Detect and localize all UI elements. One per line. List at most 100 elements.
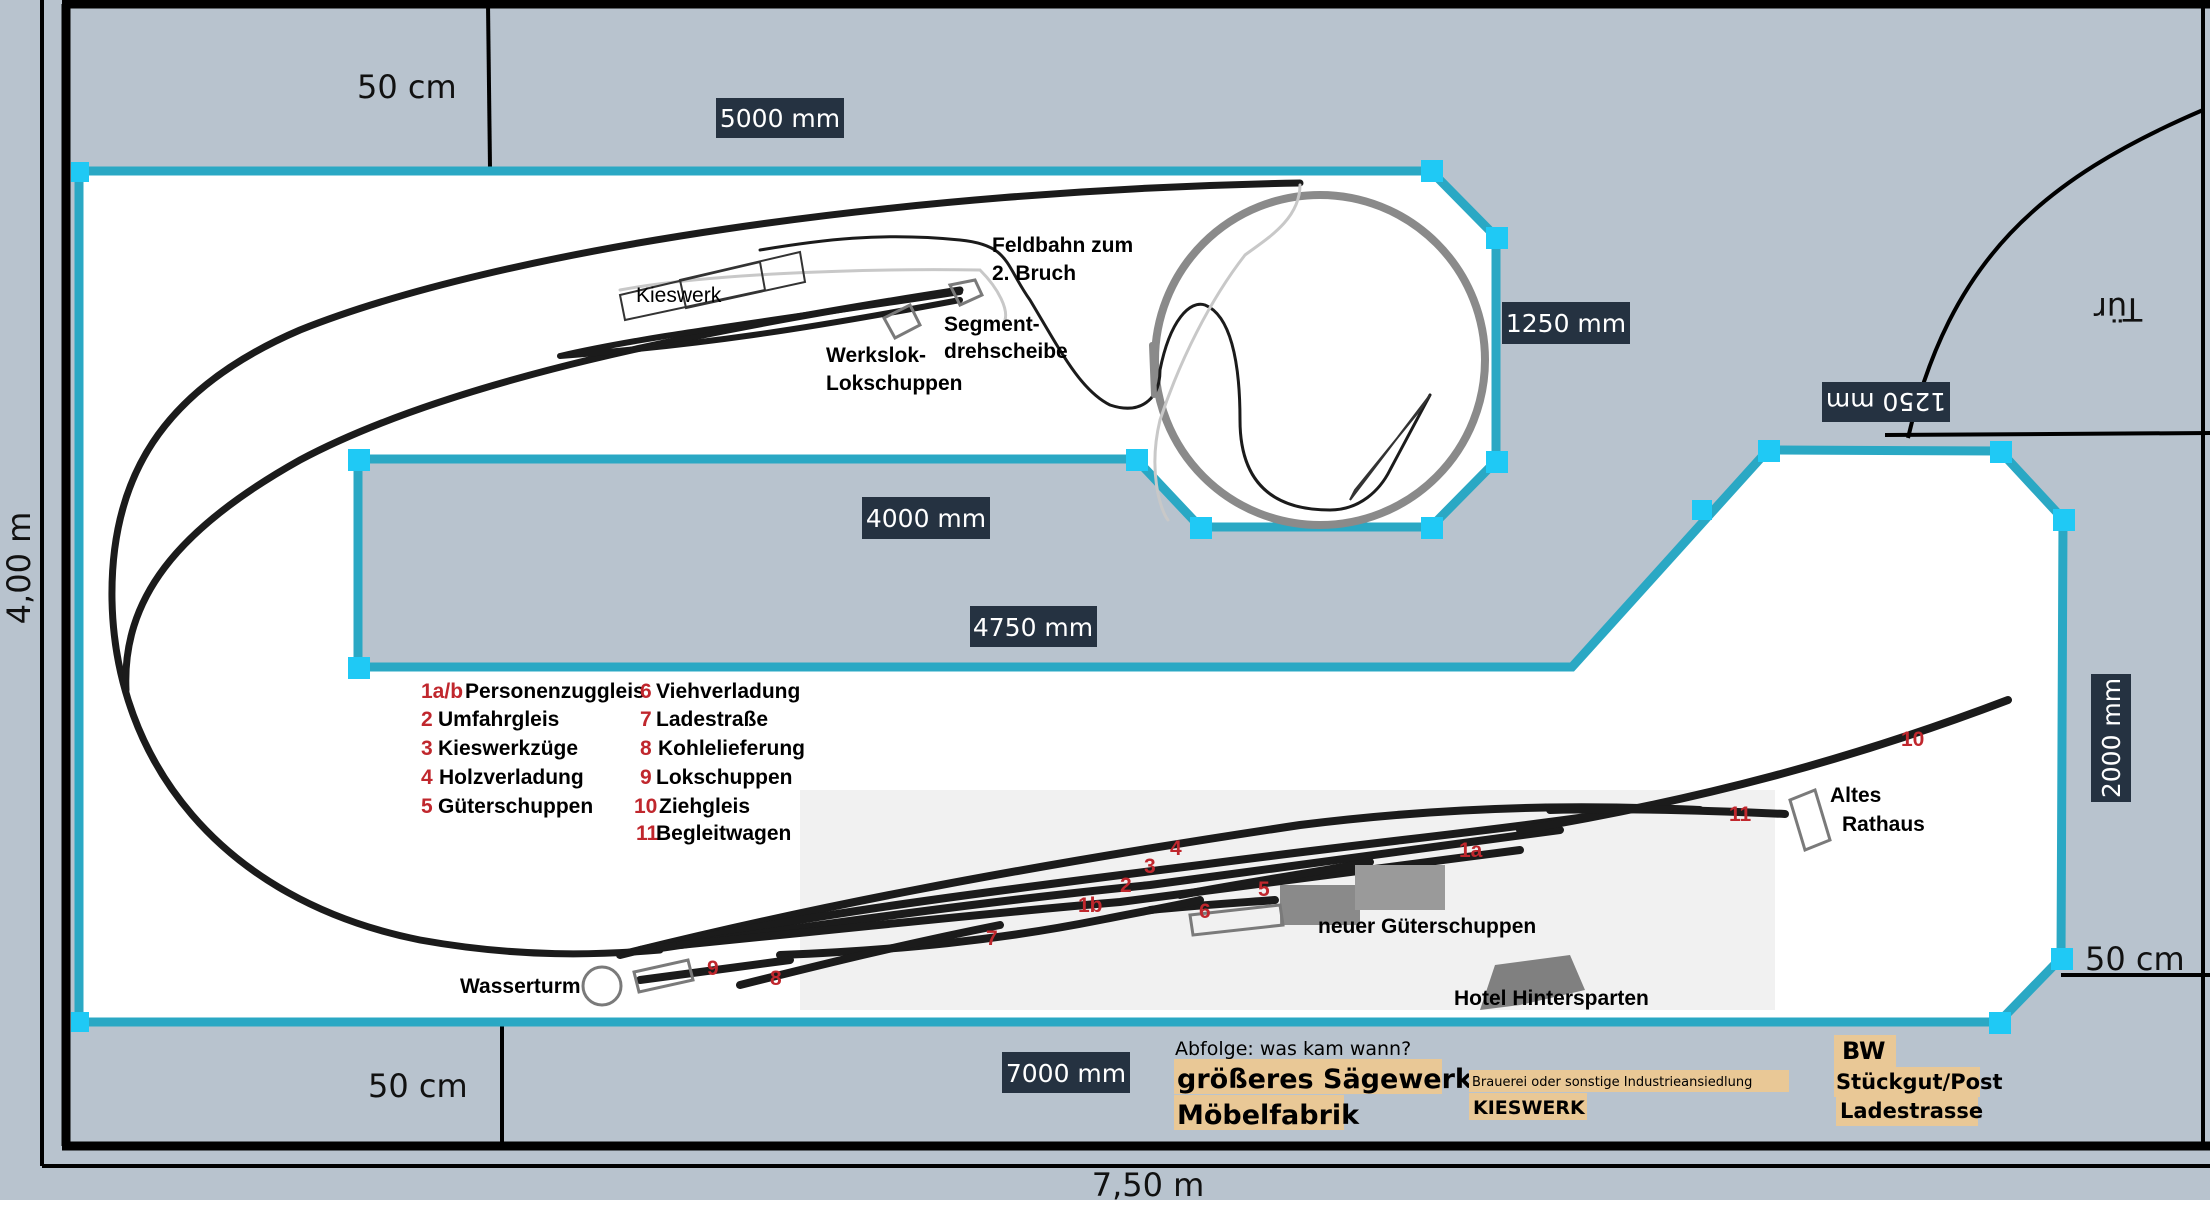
dim-cutout-bottom: 4750 mm — [970, 606, 1097, 647]
track-number-11: 11 — [1729, 803, 1752, 826]
hotel-building — [1480, 955, 1585, 1010]
svg-text:7000 mm: 7000 mm — [1006, 1059, 1126, 1088]
rathaus-building — [1788, 787, 1832, 853]
track-number-3: 3 — [1144, 855, 1156, 878]
kieswerk-annex — [678, 250, 807, 310]
sequence-col2-item: Brauerei oder sonstige Industrieansiedlu… — [1472, 1075, 1752, 1090]
svg-text:6: 6 — [640, 680, 652, 703]
legend-item: 4 Holzverladung — [421, 766, 584, 789]
handle[interactable] — [1990, 441, 2012, 463]
dim-right-side: 2000 mm — [2091, 674, 2131, 802]
handle[interactable] — [1486, 451, 1508, 473]
legend-item: 5 Güterschuppen — [421, 795, 593, 818]
label-kieswerk: Kieswerk — [636, 284, 722, 307]
label-hotel: Hotel Hintersparten — [1454, 987, 1649, 1010]
wasserturm-symbol — [581, 965, 623, 1007]
track-number-4: 4 — [1170, 837, 1182, 860]
legend-item: 6 Viehverladung — [640, 680, 800, 703]
svg-text:Begleitwagen: Begleitwagen — [656, 822, 791, 845]
sequence-heading: Abfolge: was kam wann? — [1175, 1038, 1411, 1060]
track-legend: 1a/b Personenzuggleis 2 Umfahrgleis 3 Ki… — [421, 680, 805, 845]
note-tag-bg — [1174, 1095, 1344, 1130]
svg-text:5000 mm: 5000 mm — [720, 104, 840, 133]
viehrampe — [1188, 903, 1285, 937]
dim-cutout-top: 4000 mm — [862, 497, 990, 539]
track-number-7: 7 — [986, 927, 998, 950]
sequence-notes: Abfolge: was kam wann? größeres Sägewerk… — [1174, 1035, 2003, 1131]
svg-text:1a/b: 1a/b — [421, 680, 463, 703]
svg-text:2: 2 — [421, 708, 433, 731]
handle[interactable] — [1421, 160, 1443, 182]
handle[interactable] — [2053, 509, 2075, 531]
dim-top: 5000 mm — [716, 98, 844, 138]
handle[interactable] — [1989, 1012, 2011, 1034]
svg-text:Lokschuppen: Lokschuppen — [656, 766, 793, 789]
label-wasserturm: Wasserturm — [460, 975, 581, 998]
room-walls — [40, 0, 2210, 1168]
svg-text:3: 3 — [421, 737, 433, 760]
lokschuppen-building — [632, 958, 695, 994]
svg-text:Personenzuggleis: Personenzuggleis — [465, 680, 645, 703]
label-rathaus-1: Altes — [1830, 784, 1881, 807]
sequence-col1-item: größeres Sägewerk — [1177, 1064, 1474, 1095]
door-label: Tür — [2093, 290, 2143, 328]
svg-text:4: 4 — [421, 766, 433, 789]
handle[interactable] — [1190, 517, 1212, 539]
room-width-label: 7,50 m — [1092, 1166, 1205, 1204]
legend-item: 9 Lokschuppen — [640, 766, 793, 789]
legend-item: 3 Kieswerkzüge — [421, 737, 578, 760]
track-number-6: 6 — [1199, 900, 1211, 923]
handle[interactable] — [1421, 517, 1443, 539]
track-feldbahn — [758, 235, 1432, 512]
svg-text:Viehverladung: Viehverladung — [656, 680, 800, 703]
handle[interactable] — [1692, 500, 1712, 520]
svg-text:4750 mm: 4750 mm — [973, 613, 1093, 642]
note-tag-bg — [1174, 1059, 1442, 1094]
margin-label-top-left: 50 cm — [357, 68, 457, 106]
sequence-col3-item: BW — [1842, 1037, 1885, 1065]
station-track-10 — [1516, 696, 2012, 834]
margin-divider-top — [486, 3, 492, 169]
track-number-8: 8 — [770, 967, 782, 990]
sequence-col3-item: Ladestrasse — [1840, 1099, 1983, 1123]
station-track-9 — [636, 956, 794, 984]
svg-text:Güterschuppen: Güterschuppen — [438, 795, 593, 818]
svg-text:9: 9 — [640, 766, 652, 789]
track-number-9: 9 — [707, 957, 719, 980]
station-track-3 — [636, 811, 1604, 954]
sequence-col1-item: Möbelfabrik — [1177, 1100, 1360, 1131]
svg-text:Kieswerkzüge: Kieswerkzüge — [438, 737, 578, 760]
station-track-11 — [1546, 805, 1789, 818]
handle[interactable] — [2051, 948, 2073, 970]
werkslok-shed — [881, 302, 923, 341]
margin-label-right: 50 cm — [2085, 940, 2185, 978]
station-track-2 — [656, 826, 1564, 952]
svg-text:Umfahrgleis: Umfahrgleis — [438, 708, 559, 731]
handle[interactable] — [348, 657, 370, 679]
edge-handles — [71, 160, 2075, 1034]
handle[interactable] — [1758, 440, 1780, 462]
dim-door-side: 1250 mm — [1822, 382, 1950, 422]
svg-text:Ladestraße: Ladestraße — [656, 708, 768, 731]
sequence-col3-item: Stückgut/Post — [1836, 1070, 2003, 1094]
svg-text:2000 mm: 2000 mm — [2097, 678, 2126, 798]
handle[interactable] — [1486, 227, 1508, 249]
handle[interactable] — [348, 449, 370, 471]
segment-turntable — [947, 278, 984, 307]
margin-label-bottom-left: 50 cm — [368, 1067, 468, 1105]
note-tag-bg — [1469, 1093, 1587, 1120]
note-tag-bg — [1469, 1070, 1789, 1092]
room-height-label: 4,00 m — [0, 512, 38, 625]
station-track-1 — [676, 846, 1524, 949]
handle[interactable] — [71, 162, 89, 182]
svg-text:10: 10 — [634, 795, 657, 818]
track-number-labels: 1a 1b 2 3 4 5 6 7 8 9 10 11 — [707, 728, 1924, 990]
track-number-10: 10 — [1901, 728, 1924, 751]
station-track-5 — [1176, 858, 1374, 899]
gueterschuppen-building — [1280, 885, 1360, 925]
handle[interactable] — [1126, 449, 1148, 471]
label-segment-1: Segment- — [944, 313, 1040, 336]
note-tag-bg — [1834, 1035, 1896, 1067]
handle[interactable] — [71, 1012, 89, 1032]
